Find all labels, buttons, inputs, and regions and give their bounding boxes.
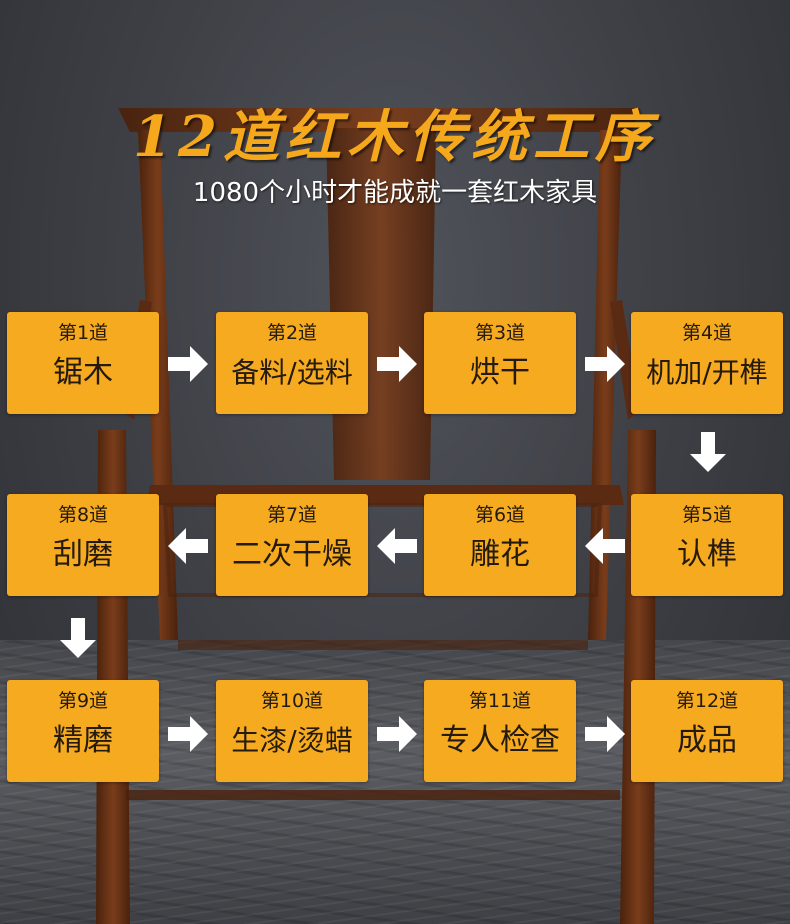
step-name: 成品 bbox=[677, 723, 737, 758]
process-step-4: 第4道 机加/开榫 bbox=[631, 312, 783, 414]
step-name: 备料/选料 bbox=[231, 356, 353, 389]
page-title: 12道红木传统工序 bbox=[133, 104, 657, 170]
arrow-right-icon bbox=[585, 346, 625, 382]
process-step-6: 第6道 雕花 bbox=[424, 494, 576, 596]
step-number: 第2道 bbox=[266, 322, 318, 344]
step-name: 生漆/烫蜡 bbox=[231, 724, 353, 757]
arrow-right-icon bbox=[168, 716, 208, 752]
step-number: 第12道 bbox=[675, 690, 739, 712]
arrow-down-icon bbox=[60, 618, 96, 658]
arrow-left-icon bbox=[585, 528, 625, 564]
step-number: 第11道 bbox=[468, 690, 532, 712]
step-name: 烘干 bbox=[470, 355, 530, 390]
step-name: 精磨 bbox=[53, 723, 113, 758]
arrow-right-icon bbox=[377, 346, 417, 382]
page-subtitle: 1080个小时才能成就一套红木家具 bbox=[192, 178, 598, 208]
arrow-right-icon bbox=[377, 716, 417, 752]
process-step-12: 第12道 成品 bbox=[631, 680, 783, 782]
process-step-8: 第8道 刮磨 bbox=[7, 494, 159, 596]
step-name: 二次干燥 bbox=[232, 537, 352, 572]
step-number: 第3道 bbox=[474, 322, 526, 344]
step-name: 专人检查 bbox=[440, 723, 560, 758]
process-step-5: 第5道 认榫 bbox=[631, 494, 783, 596]
arrow-down-icon bbox=[690, 432, 726, 472]
process-step-2: 第2道 备料/选料 bbox=[216, 312, 368, 414]
step-number: 第10道 bbox=[260, 690, 324, 712]
step-number: 第1道 bbox=[57, 322, 109, 344]
arrow-left-icon bbox=[377, 528, 417, 564]
step-name: 雕花 bbox=[470, 537, 530, 572]
step-name: 机加/开榫 bbox=[646, 356, 768, 389]
arrow-left-icon bbox=[168, 528, 208, 564]
step-number: 第5道 bbox=[681, 504, 733, 526]
process-step-1: 第1道 锯木 bbox=[7, 312, 159, 414]
process-step-11: 第11道 专人检查 bbox=[424, 680, 576, 782]
step-name: 认榫 bbox=[677, 537, 737, 572]
process-step-10: 第10道 生漆/烫蜡 bbox=[216, 680, 368, 782]
process-step-3: 第3道 烘干 bbox=[424, 312, 576, 414]
step-name: 刮磨 bbox=[53, 537, 113, 572]
process-step-7: 第7道 二次干燥 bbox=[216, 494, 368, 596]
step-number: 第4道 bbox=[681, 322, 733, 344]
arrow-right-icon bbox=[168, 346, 208, 382]
step-name: 锯木 bbox=[53, 355, 113, 390]
process-step-9: 第9道 精磨 bbox=[7, 680, 159, 782]
step-number: 第9道 bbox=[57, 690, 109, 712]
step-number: 第8道 bbox=[57, 504, 109, 526]
step-number: 第7道 bbox=[266, 504, 318, 526]
arrow-right-icon bbox=[585, 716, 625, 752]
step-number: 第6道 bbox=[474, 504, 526, 526]
